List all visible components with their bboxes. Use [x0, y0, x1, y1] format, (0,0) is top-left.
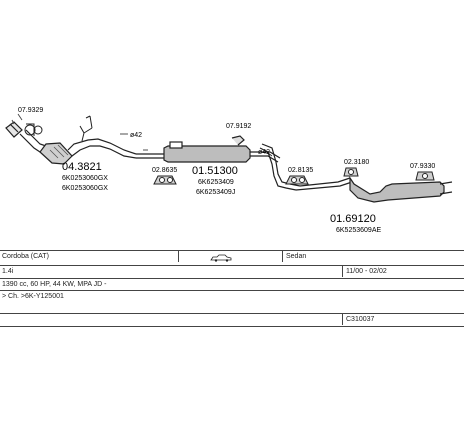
hanger-front-label: 02.8635 — [152, 167, 177, 174]
chassis-text: > Ch. >6K-Y125001 — [2, 293, 64, 300]
hanger-mid-label: 02.8135 — [288, 167, 313, 174]
divider-2 — [282, 250, 283, 262]
rear-pipe-drawing — [295, 177, 353, 191]
diameter-marker-front — [120, 133, 148, 151]
front-pipe-number: 04.3821 — [62, 161, 102, 173]
middle-silencer-drawing — [136, 141, 281, 163]
diameter-label-front: ø42 — [130, 132, 142, 139]
car-sedan-icon — [210, 254, 232, 262]
info-row-code: C310037 — [0, 313, 464, 327]
engine-text: 1.4i — [2, 268, 14, 275]
front-pipe-oe1: 6K0253060GX — [62, 175, 108, 182]
divider-4 — [342, 313, 343, 325]
hanger-mid-drawing — [285, 175, 309, 185]
hanger-rear-drawing — [343, 167, 359, 177]
body-text: Sedan — [286, 253, 307, 260]
info-row-chassis: > Ch. >6K-Y125001 — [0, 290, 464, 303]
diameter-label-mid: ø42 — [258, 149, 270, 156]
hanger-rear-label: 02.3180 — [344, 159, 369, 166]
spec-text: 1390 cc, 60 HP, 44 KW, MPA JD - — [2, 281, 107, 288]
rear-silencer-oe1: 6K5253609AE — [336, 227, 381, 234]
years-text: 11/00 - 02/02 — [346, 268, 387, 275]
divider-1 — [178, 250, 179, 262]
front-pipe-drawing — [5, 113, 137, 165]
tail-hanger-label: 07.9330 — [410, 163, 435, 170]
mid-clamp-label: 07.9192 — [226, 123, 251, 130]
tail-hanger-drawing — [415, 171, 435, 181]
info-row-spec: 1390 cc, 60 HP, 44 KW, MPA JD - — [0, 278, 464, 291]
rear-silencer-number: 01.69120 — [330, 213, 376, 225]
front-clamp-label: 07.9329 — [18, 107, 43, 114]
middle-silencer-oe2: 6K6253409J — [196, 189, 235, 196]
front-clamp-drawing — [24, 123, 43, 136]
model-text: Cordoba (CAT) — [2, 253, 49, 260]
exhaust-system-diagram: 07.9329 04.3821 6K0253060GX 6K0253060GX … — [5, 107, 453, 234]
divider-3 — [342, 265, 343, 277]
info-row-engine: 1.4i 11/00 - 02/02 — [0, 265, 464, 278]
code-text: C310037 — [346, 316, 375, 323]
front-pipe-oe2: 6K0253060GX — [62, 185, 108, 192]
hanger-front-drawing — [153, 175, 177, 185]
middle-silencer-number: 01.51300 — [192, 165, 238, 177]
rear-silencer-drawing — [349, 176, 453, 203]
info-row-model: Cordoba (CAT) Sedan — [0, 250, 464, 263]
middle-silencer-oe1: 6K6253409 — [198, 179, 234, 186]
